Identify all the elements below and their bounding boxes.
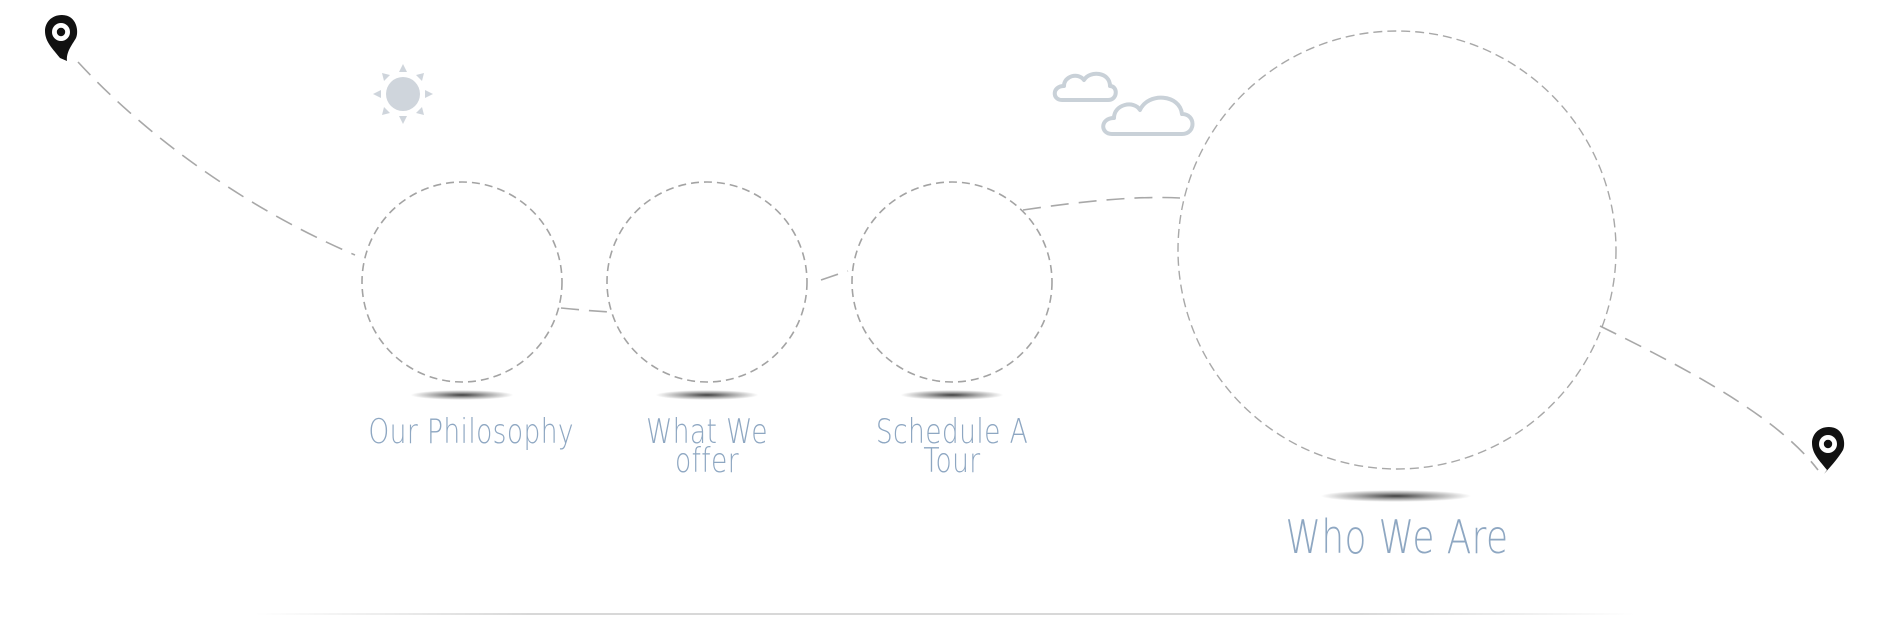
offer-circle-outline <box>606 181 808 383</box>
tour-shadow <box>900 390 1004 400</box>
philosophy-circle-outline <box>361 181 563 383</box>
map-pin-icon <box>45 15 78 61</box>
tour-circle[interactable] <box>852 182 1052 382</box>
nav-label-philosophy[interactable]: Our Philosophy <box>368 412 575 452</box>
clouds-icon <box>1052 71 1195 136</box>
about-circle-outline <box>1177 30 1617 470</box>
dashed-route <box>77 61 1819 471</box>
philosophy-shadow <box>410 390 514 400</box>
label-line: Who We Are <box>1285 510 1509 564</box>
nav-label-offer[interactable]: What We offer <box>613 412 800 481</box>
label-line: offer <box>674 440 740 481</box>
label-line: Our Philosophy <box>368 412 575 452</box>
map-pin-icon <box>1812 427 1845 474</box>
offer-shadow <box>655 390 759 400</box>
label-line: Schedule A <box>875 412 1029 452</box>
label-line: Tour <box>923 440 981 481</box>
philosophy-circle[interactable] <box>362 182 562 382</box>
about-circle[interactable] <box>1178 31 1616 469</box>
about-shadow <box>1320 490 1472 502</box>
nav-label-about[interactable]: Who We Are <box>1280 514 1514 560</box>
nav-label-tour[interactable]: Schedule A Tour <box>858 412 1045 481</box>
offer-circle[interactable] <box>607 182 807 382</box>
footer-divider <box>255 613 1635 615</box>
label-line: What We <box>646 412 768 452</box>
tour-circle-outline <box>851 181 1053 383</box>
sun-icon <box>373 64 433 124</box>
